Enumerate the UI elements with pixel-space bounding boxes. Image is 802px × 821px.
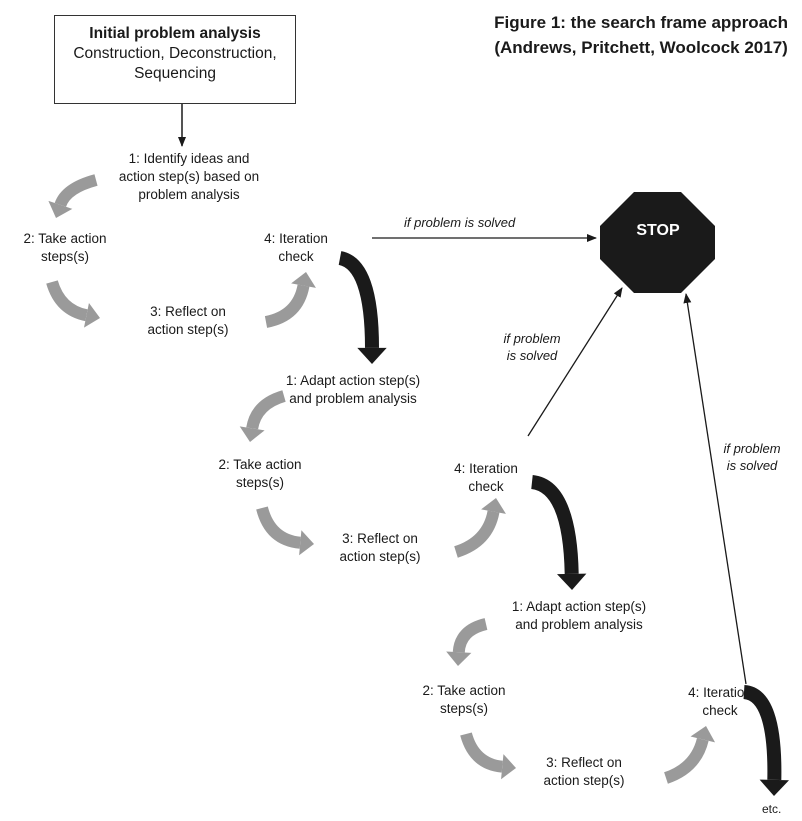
cycle2-step4-line: 4: Iteration <box>454 461 518 476</box>
cycle1-step3-label: 3: Reflect on action step(s) <box>128 303 248 339</box>
cycle3-arrow-1-to-2 <box>452 618 488 653</box>
cycle2-step2-line: steps(s) <box>235 475 284 490</box>
cycle1-arrow-2-to-3-head <box>83 302 100 328</box>
box-line-2: Construction, Deconstruction, <box>73 45 277 62</box>
cycle3-arrow-4-to-etc-head <box>759 779 790 796</box>
cycle1-step4-label: 4: Iteration check <box>248 230 344 266</box>
cycle3-arrow-3-to-4 <box>663 737 709 784</box>
cycle1-step3-line: action step(s) <box>147 322 229 337</box>
solved-label-3-line: is solved <box>726 458 778 473</box>
cycle1-step1-label: 1: Identify ideas and action step(s) bas… <box>114 150 264 204</box>
cycle2-arrow-1-to-2-head <box>239 426 265 442</box>
stop-sign-octagon <box>600 192 715 293</box>
cycle2-step3-label: 3: Reflect on action step(s) <box>320 530 440 566</box>
cycle1-step1-line: problem analysis <box>138 187 240 202</box>
solved-arrow-3 <box>683 293 747 685</box>
cycle2-step2-line: 2: Take action <box>218 457 302 472</box>
cycle1-step2-label: 2: Take action steps(s) <box>10 230 120 266</box>
solved-label-3-line: if problem <box>723 441 781 456</box>
cycle1-arrow-3-to-4-head <box>291 272 316 288</box>
box-title: Initial problem analysis <box>89 25 261 42</box>
cycle1-step4-line: check <box>278 249 314 264</box>
cycle3-step4-line: check <box>702 703 738 718</box>
solved-label-2: if problem is solved <box>494 330 570 364</box>
cycle2-step4-line: check <box>468 479 504 494</box>
solved-arrow-2 <box>527 287 623 437</box>
cycle2-step2-label: 2: Take action steps(s) <box>205 456 315 492</box>
cycle1-arrow-1-to-2-head <box>48 200 73 218</box>
cycle2-arrow-3-to-4-head <box>481 498 506 514</box>
initial-problem-analysis-box: Initial problem analysis Construction, D… <box>54 15 296 104</box>
cycle1-step4-line: 4: Iteration <box>264 231 328 246</box>
cycle3-arrow-1-to-2-head <box>446 651 472 666</box>
cycle2-step4-label: 4: Iteration check <box>438 460 534 496</box>
etc-label: etc. <box>762 802 782 816</box>
cycle3-step4-label: 4: Iteration check <box>672 684 768 720</box>
cycle3-step2-line: steps(s) <box>439 701 488 716</box>
cycle3-step2-label: 2: Take action steps(s) <box>409 682 519 718</box>
cycle3-arrow-2-to-3 <box>460 732 504 773</box>
figure-caption: Figure 1: the search frame approach (And… <box>494 10 788 60</box>
caption-line-1: Figure 1: the search frame approach <box>494 13 788 32</box>
cycle3-step4-line: 4: Iteration <box>688 685 752 700</box>
cycle2-arrow-2-to-3 <box>256 506 302 549</box>
cycle3-step3-line: 3: Reflect on <box>546 755 622 770</box>
cycle2-arrow-4-to-next-head <box>556 573 587 590</box>
cycle1-arrow-4-to-next-head <box>357 347 387 364</box>
cycle-arrows <box>46 174 790 796</box>
cycle2-arrow-3-to-4 <box>453 510 500 558</box>
cycle3-arrow-3-to-4-head <box>690 726 716 743</box>
cycle3-arrow-2-to-3-head <box>501 754 516 780</box>
cycle1-step2-line: 2: Take action <box>23 231 107 246</box>
solved-label-3: if problem is solved <box>712 440 792 474</box>
cycle1-step1-line: action step(s) based on <box>118 169 260 184</box>
stop-label: STOP <box>636 222 680 239</box>
cycle3-step2-line: 2: Take action <box>422 683 506 698</box>
cycle3-arrow-4-to-etc <box>742 685 782 781</box>
solved-label-2-line: if problem <box>503 331 561 346</box>
box-line-3: Sequencing <box>134 65 216 82</box>
solved-label-2-line: is solved <box>506 348 558 363</box>
cycle1-arrow-3-to-4 <box>264 284 310 328</box>
cycle2-step1-line: 1: Adapt action step(s) <box>285 373 421 388</box>
cycle1-arrow-4-to-next <box>337 251 379 348</box>
cycle3-step1-line: 1: Adapt action step(s) <box>511 599 647 614</box>
cycle2-step1-label: 1: Adapt action step(s) and problem anal… <box>268 372 438 408</box>
cycle2-step3-line: action step(s) <box>339 549 421 564</box>
cycle2-step1-line: and problem analysis <box>289 391 417 406</box>
caption-line-2: (Andrews, Pritchett, Woolcock 2017) <box>494 38 788 57</box>
cycle2-arrow-2-to-3-head <box>299 530 314 556</box>
cycle2-step3-line: 3: Reflect on <box>342 531 418 546</box>
cycle1-step2-line: steps(s) <box>40 249 89 264</box>
solved-label-1: if problem is solved <box>404 215 516 230</box>
cycle1-arrow-1-to-2 <box>54 174 98 208</box>
cycle1-step3-line: 3: Reflect on <box>150 304 226 319</box>
cycle1-arrow-2-to-3 <box>46 280 88 322</box>
cycle3-step3-label: 3: Reflect on action step(s) <box>524 754 644 790</box>
cycle2-arrow-4-to-next <box>530 475 579 575</box>
cycle3-step1-line: and problem analysis <box>515 617 643 632</box>
cycle1-step1-line: 1: Identify ideas and <box>128 151 250 166</box>
cycle3-step3-line: action step(s) <box>543 773 625 788</box>
cycle2-arrow-1-to-2 <box>246 390 286 430</box>
cycle3-step1-label: 1: Adapt action step(s) and problem anal… <box>494 598 664 634</box>
